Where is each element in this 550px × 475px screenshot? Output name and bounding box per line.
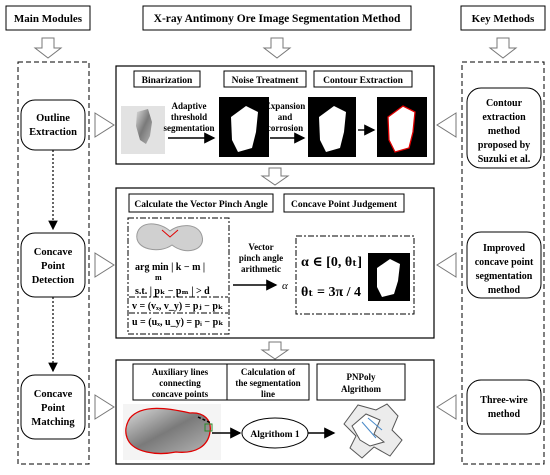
module-2-line-3: Detection (32, 275, 75, 286)
method-3-line-1: Three-wire (480, 395, 528, 406)
method-1-line-1: Contour (486, 98, 523, 109)
concave-matching-image (123, 404, 221, 460)
module-2-line-1: Concave (34, 247, 73, 258)
side-triangles (94, 112, 457, 420)
arrow1-label-2: threshold (171, 112, 207, 122)
module-2-line-2: Point (41, 261, 65, 272)
pnpoly-label-2: Algrithom (341, 384, 381, 394)
vector-arrow-label-3: arithmetic (241, 264, 281, 274)
method-2-line-3: segmentation (476, 271, 533, 282)
down-arrow-stage-2 (260, 341, 290, 360)
calc-label-2: the segmentation (235, 378, 300, 388)
vector-arrow-label-1: Vector (248, 242, 273, 252)
pnpoly-label-1: PNPoly (347, 372, 376, 382)
down-arrow-center (262, 37, 292, 59)
title-box (142, 5, 412, 31)
label-noise-treatment: Noise Treatment (232, 76, 300, 86)
page-title: X-ray Antimony Ore Image Segmentation Me… (154, 13, 401, 25)
module-3-line-3: Matching (31, 417, 75, 428)
method-three-wire (466, 379, 542, 435)
module-3-line-2: Point (41, 403, 65, 414)
label-box-noise (223, 70, 307, 88)
formula-argmin: arg min | k − m | (135, 262, 205, 273)
formula-u: u = (uₓ, u_y) = pᵢ − pₖ (132, 317, 223, 328)
label-box-vector-angle (128, 193, 274, 213)
module-1-line-1: Outline (36, 113, 70, 124)
down-arrow-right (488, 37, 518, 59)
module-outline-extraction (20, 99, 86, 151)
calc-label-1: Calculation of (241, 367, 296, 377)
label-box-pnpoly (316, 363, 406, 401)
method-1-line-3: method (488, 126, 521, 137)
right-header-box (460, 5, 546, 31)
label-vector-angle: Calculate the Vector Pinch Angle (134, 200, 267, 210)
triangle-left-1 (94, 112, 115, 138)
arrow2-label-2: and (278, 112, 293, 122)
triangle-left-3 (94, 394, 115, 420)
label-box-aux-lines (132, 363, 228, 401)
method-1-line-5: Suzuki et al. (478, 154, 531, 165)
formula-alpha-range: α ∈ [0, θₜ] (301, 255, 362, 270)
arrow2-label-1: Expansion (265, 101, 306, 111)
right-method-column (461, 61, 545, 465)
formula-argmin-sub: m (155, 273, 162, 282)
arrow2-label-3: corrosion (267, 123, 303, 133)
method-2-line-2: concave point (475, 257, 534, 268)
module-1-line-2: Extraction (29, 127, 77, 138)
aux-label-1: Auxiliary lines (152, 367, 209, 377)
peanut-shape (136, 223, 203, 252)
method-contour-extraction (466, 87, 542, 169)
aux-label-2: connecting (159, 378, 201, 388)
method-1-line-4: proposed by (478, 140, 530, 151)
aux-label-3: concave points (152, 389, 209, 399)
arrow1-label-3: segmentation (164, 123, 215, 133)
down-arrow-left (33, 37, 63, 59)
label-concave-judgement: Concave Point Judgement (291, 200, 398, 210)
left-module-column (17, 61, 90, 465)
arrow1-label-1: Adaptive (171, 101, 206, 111)
binary-image (219, 97, 269, 157)
algorithm-label: Algrithom 1 (250, 430, 300, 440)
formula-st: s.t. | pₖ − pₘ | > d (135, 286, 210, 297)
triangle-right-1 (436, 112, 457, 138)
left-header-box (5, 5, 91, 31)
noise-treated-image (308, 97, 356, 157)
label-box-concave-judgement (283, 193, 405, 213)
down-arrow-stage-1 (260, 167, 290, 186)
left-header: Main Modules (14, 13, 83, 25)
method-3-line-2: method (488, 409, 521, 420)
contour-image (377, 97, 427, 157)
vector-arrow-label-2: pinch angle (239, 253, 283, 263)
right-header: Key Methods (472, 13, 535, 25)
formula-box (127, 217, 230, 335)
triangle-left-2 (94, 252, 115, 278)
alpha-symbol: α (282, 280, 288, 292)
label-box-binarization (133, 70, 201, 88)
formula-theta: θₜ = 3π / 4 (301, 285, 361, 300)
judgement-box (295, 235, 415, 315)
formula-v: v = (vₓ, v_y) = pⱼ − pₖ (132, 301, 223, 312)
method-improved-concave (466, 231, 542, 299)
header-down-arrows (33, 37, 518, 59)
triangle-right-3 (436, 394, 457, 420)
method-2-line-4: method (488, 285, 521, 296)
label-box-calc-line (226, 363, 310, 401)
module-concave-point-matching (20, 374, 86, 440)
pnpoly-polygon (343, 403, 403, 459)
ore-xray-image (121, 106, 165, 154)
label-contour-extraction: Contour Extraction (323, 76, 403, 86)
calc-label-3: line (261, 389, 275, 399)
judgement-image (368, 253, 410, 301)
label-binarization: Binarization (142, 76, 193, 86)
label-box-contour (313, 70, 413, 88)
triangle-right-2 (436, 252, 457, 278)
method-1-line-2: extraction (482, 112, 526, 123)
method-2-line-1: Improved (483, 243, 525, 254)
module-3-line-1: Concave (34, 389, 73, 400)
